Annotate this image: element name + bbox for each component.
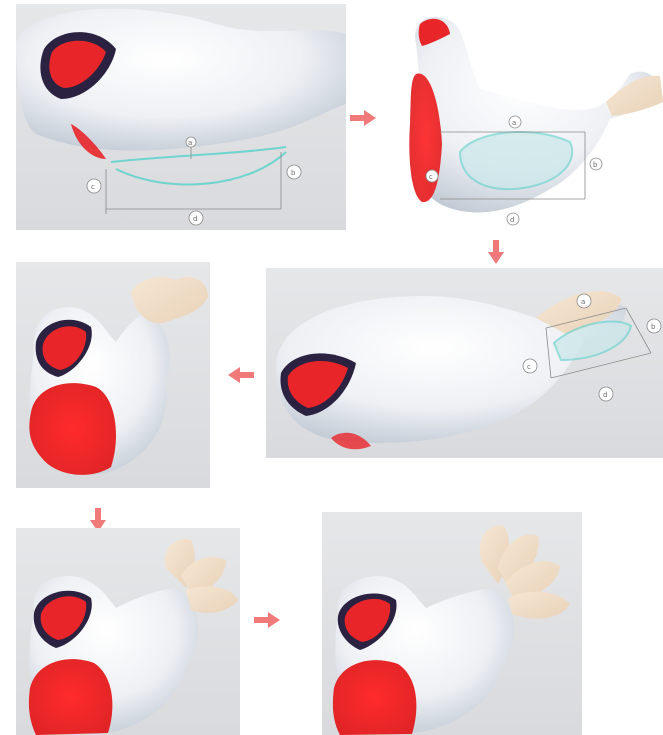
svg-text:c: c [429,173,433,181]
arrow-left-icon [228,367,254,383]
svg-text:a: a [512,119,516,127]
arrow-down-icon [488,240,504,264]
arrow-right-icon [254,612,280,628]
panel-step-1: a b c d [16,4,346,230]
panel-step-6 [322,512,582,735]
svg-text:c: c [527,363,531,371]
bird-body-with-tail-guide: a b c d [266,268,663,458]
svg-text:b: b [651,323,656,331]
panel-step-2: a b c d [380,4,663,230]
svg-text:b: b [593,161,598,169]
bird-with-tail-feathers [16,528,240,735]
bird-with-fanned-tail [322,512,582,735]
bird-side-view-with-wing-guide: a b c d [380,4,663,230]
svg-text:c: c [91,183,95,191]
svg-text:d: d [193,215,197,223]
svg-text:a: a [188,139,192,147]
bird-body-side-view: a b c d [16,4,346,230]
svg-text:d: d [510,216,514,224]
svg-text:a: a [581,298,585,306]
panel-step-3: a b c d [266,268,663,458]
bird-three-quarter-view [16,262,210,488]
svg-text:b: b [291,169,296,177]
wing-guide [111,147,286,184]
arrow-right-icon [350,110,376,126]
panel-step-5 [16,528,240,735]
panel-step-4 [16,262,210,488]
svg-text:d: d [603,391,607,399]
